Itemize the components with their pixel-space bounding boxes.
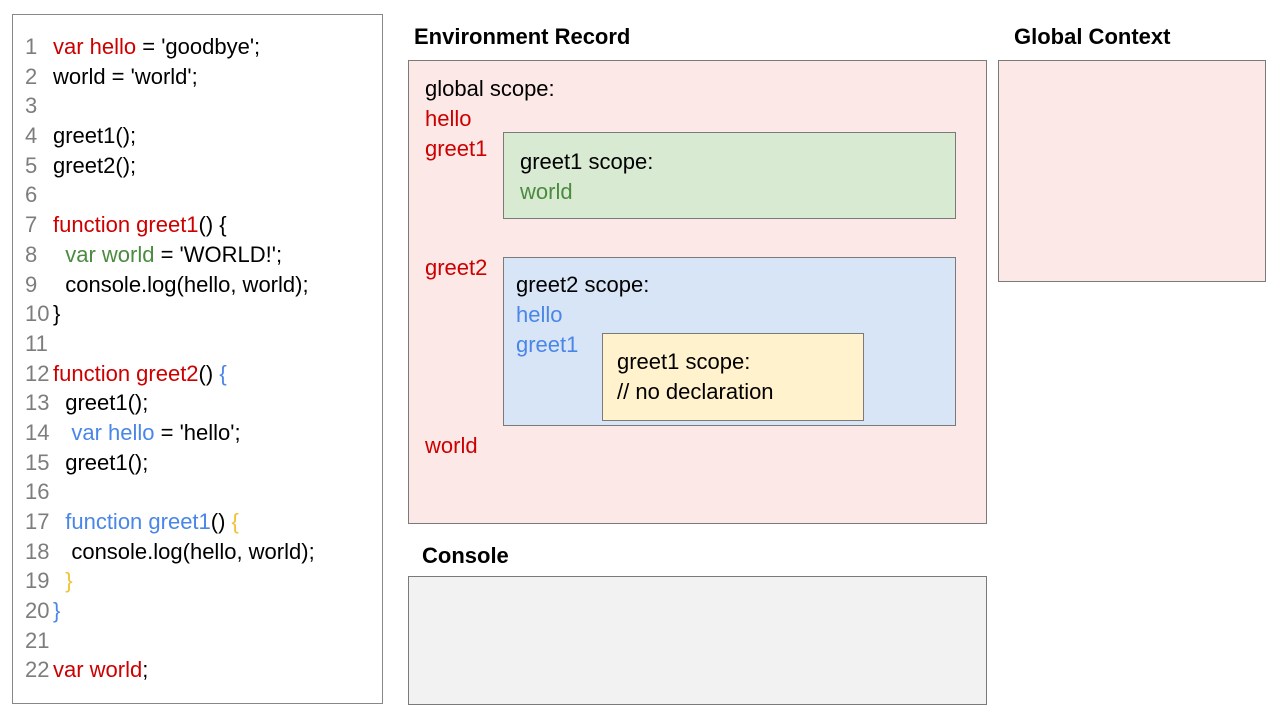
global-scope-labels: global scope: hello greet1 bbox=[425, 74, 555, 164]
code-text: function greet1() { bbox=[53, 212, 227, 238]
code-text: var hello = 'goodbye'; bbox=[53, 34, 261, 59]
global-var-greet2: greet2 bbox=[425, 255, 488, 280]
line-number: 10 bbox=[25, 301, 50, 327]
line-number: 16 bbox=[25, 479, 50, 505]
inner-greet1-scope-box: greet1 scope: // no declaration bbox=[602, 333, 864, 421]
code-line: 4 greet1(); bbox=[13, 121, 382, 151]
code-text: } bbox=[65, 568, 73, 594]
code-lines: 1 var hello = 'goodbye'; 2 world = 'world';… bbox=[13, 32, 382, 685]
line-number: 1 bbox=[25, 34, 38, 59]
global-var-hello: hello bbox=[425, 106, 472, 131]
line-number: 20 bbox=[25, 598, 50, 624]
line-number: 17 bbox=[25, 509, 50, 534]
code-line: 8 var world = 'WORLD!'; bbox=[13, 240, 382, 270]
code-line: 10} bbox=[13, 299, 382, 329]
code-text: greet1(); bbox=[53, 390, 149, 416]
code-text: } bbox=[53, 301, 61, 327]
environment-record-heading: Environment Record bbox=[414, 24, 631, 49]
line-number: 18 bbox=[25, 538, 50, 564]
code-line: 9 console.log(hello, world); bbox=[13, 270, 382, 300]
code-line: 11 bbox=[13, 329, 382, 359]
greet2-scope-var-hello: hello bbox=[516, 302, 563, 327]
code-line: 5 greet2(); bbox=[13, 151, 382, 181]
code-text: greet1(); bbox=[53, 123, 137, 149]
line-number: 22 bbox=[25, 657, 50, 683]
code-line: 16 bbox=[13, 477, 382, 507]
code-line: 18 console.log(hello, world); bbox=[13, 537, 382, 567]
code-text: function greet2() { bbox=[53, 360, 227, 386]
code-text: var world = 'WORLD!'; bbox=[65, 241, 283, 267]
line-number: 4 bbox=[25, 123, 38, 149]
line-number: 15 bbox=[25, 449, 50, 475]
code-text: greet1(); bbox=[53, 449, 149, 475]
line-number: 12 bbox=[25, 360, 50, 386]
line-number: 13 bbox=[25, 390, 50, 416]
global-context-heading: Global Context bbox=[1014, 24, 1171, 49]
greet2-scope-box: greet2 scope: hello greet1 greet1 scope:… bbox=[503, 257, 956, 426]
code-panel: 1 var hello = 'goodbye'; 2 world = 'world';… bbox=[12, 14, 383, 704]
code-line: 14 var hello = 'hello'; bbox=[13, 418, 382, 448]
console-heading: Console bbox=[422, 543, 509, 568]
console-box bbox=[408, 576, 987, 705]
line-number: 19 bbox=[25, 568, 50, 594]
global-context-box bbox=[998, 60, 1266, 282]
code-line: 19 } bbox=[13, 566, 382, 596]
code-line: 6 bbox=[13, 180, 382, 210]
inner-greet1-scope-comment: // no declaration bbox=[617, 379, 774, 404]
code-text: var world; bbox=[53, 657, 149, 683]
inner-greet1-scope-title: greet1 scope: bbox=[617, 349, 751, 374]
code-text: function greet1() { bbox=[65, 509, 239, 534]
global-scope-label: global scope: bbox=[425, 76, 555, 101]
environment-record-box: global scope: hello greet1 greet2 world … bbox=[408, 60, 987, 524]
code-text: } bbox=[53, 598, 61, 624]
greet1-scope-var-world: world bbox=[520, 179, 573, 204]
code-line: 1 var hello = 'goodbye'; bbox=[13, 32, 382, 62]
code-text: var hello = 'hello'; bbox=[71, 419, 241, 445]
line-number: 21 bbox=[25, 627, 50, 653]
line-number: 14 bbox=[25, 419, 50, 445]
code-line: 13 greet1(); bbox=[13, 388, 382, 418]
greet1-scope-title: greet1 scope: bbox=[520, 149, 654, 174]
line-number: 11 bbox=[25, 330, 48, 356]
line-number: 8 bbox=[25, 241, 38, 267]
code-line: 15 greet1(); bbox=[13, 448, 382, 478]
global-var-greet1: greet1 bbox=[425, 136, 488, 161]
greet2-scope-var-greet1: greet1 bbox=[516, 332, 579, 357]
code-line: 2 world = 'world'; bbox=[13, 62, 382, 92]
line-number: 2 bbox=[25, 63, 38, 89]
code-text: greet2(); bbox=[53, 152, 137, 178]
code-line: 17 function greet1() { bbox=[13, 507, 382, 537]
code-line: 3 bbox=[13, 91, 382, 121]
greet1-scope-box: greet1 scope: world bbox=[503, 132, 956, 219]
line-number: 9 bbox=[25, 271, 38, 297]
line-number: 6 bbox=[25, 182, 38, 208]
line-number: 7 bbox=[25, 212, 38, 238]
greet2-scope-title: greet2 scope: bbox=[516, 272, 650, 297]
line-number: 3 bbox=[25, 93, 38, 119]
global-var-world: world bbox=[425, 433, 478, 458]
code-text: world = 'world'; bbox=[53, 63, 198, 89]
code-text: console.log(hello, world); bbox=[53, 538, 315, 564]
code-line: 20} bbox=[13, 596, 382, 626]
code-text: console.log(hello, world); bbox=[53, 271, 309, 297]
code-line: 7 function greet1() { bbox=[13, 210, 382, 240]
line-number: 5 bbox=[25, 152, 38, 178]
code-line: 21 bbox=[13, 626, 382, 656]
